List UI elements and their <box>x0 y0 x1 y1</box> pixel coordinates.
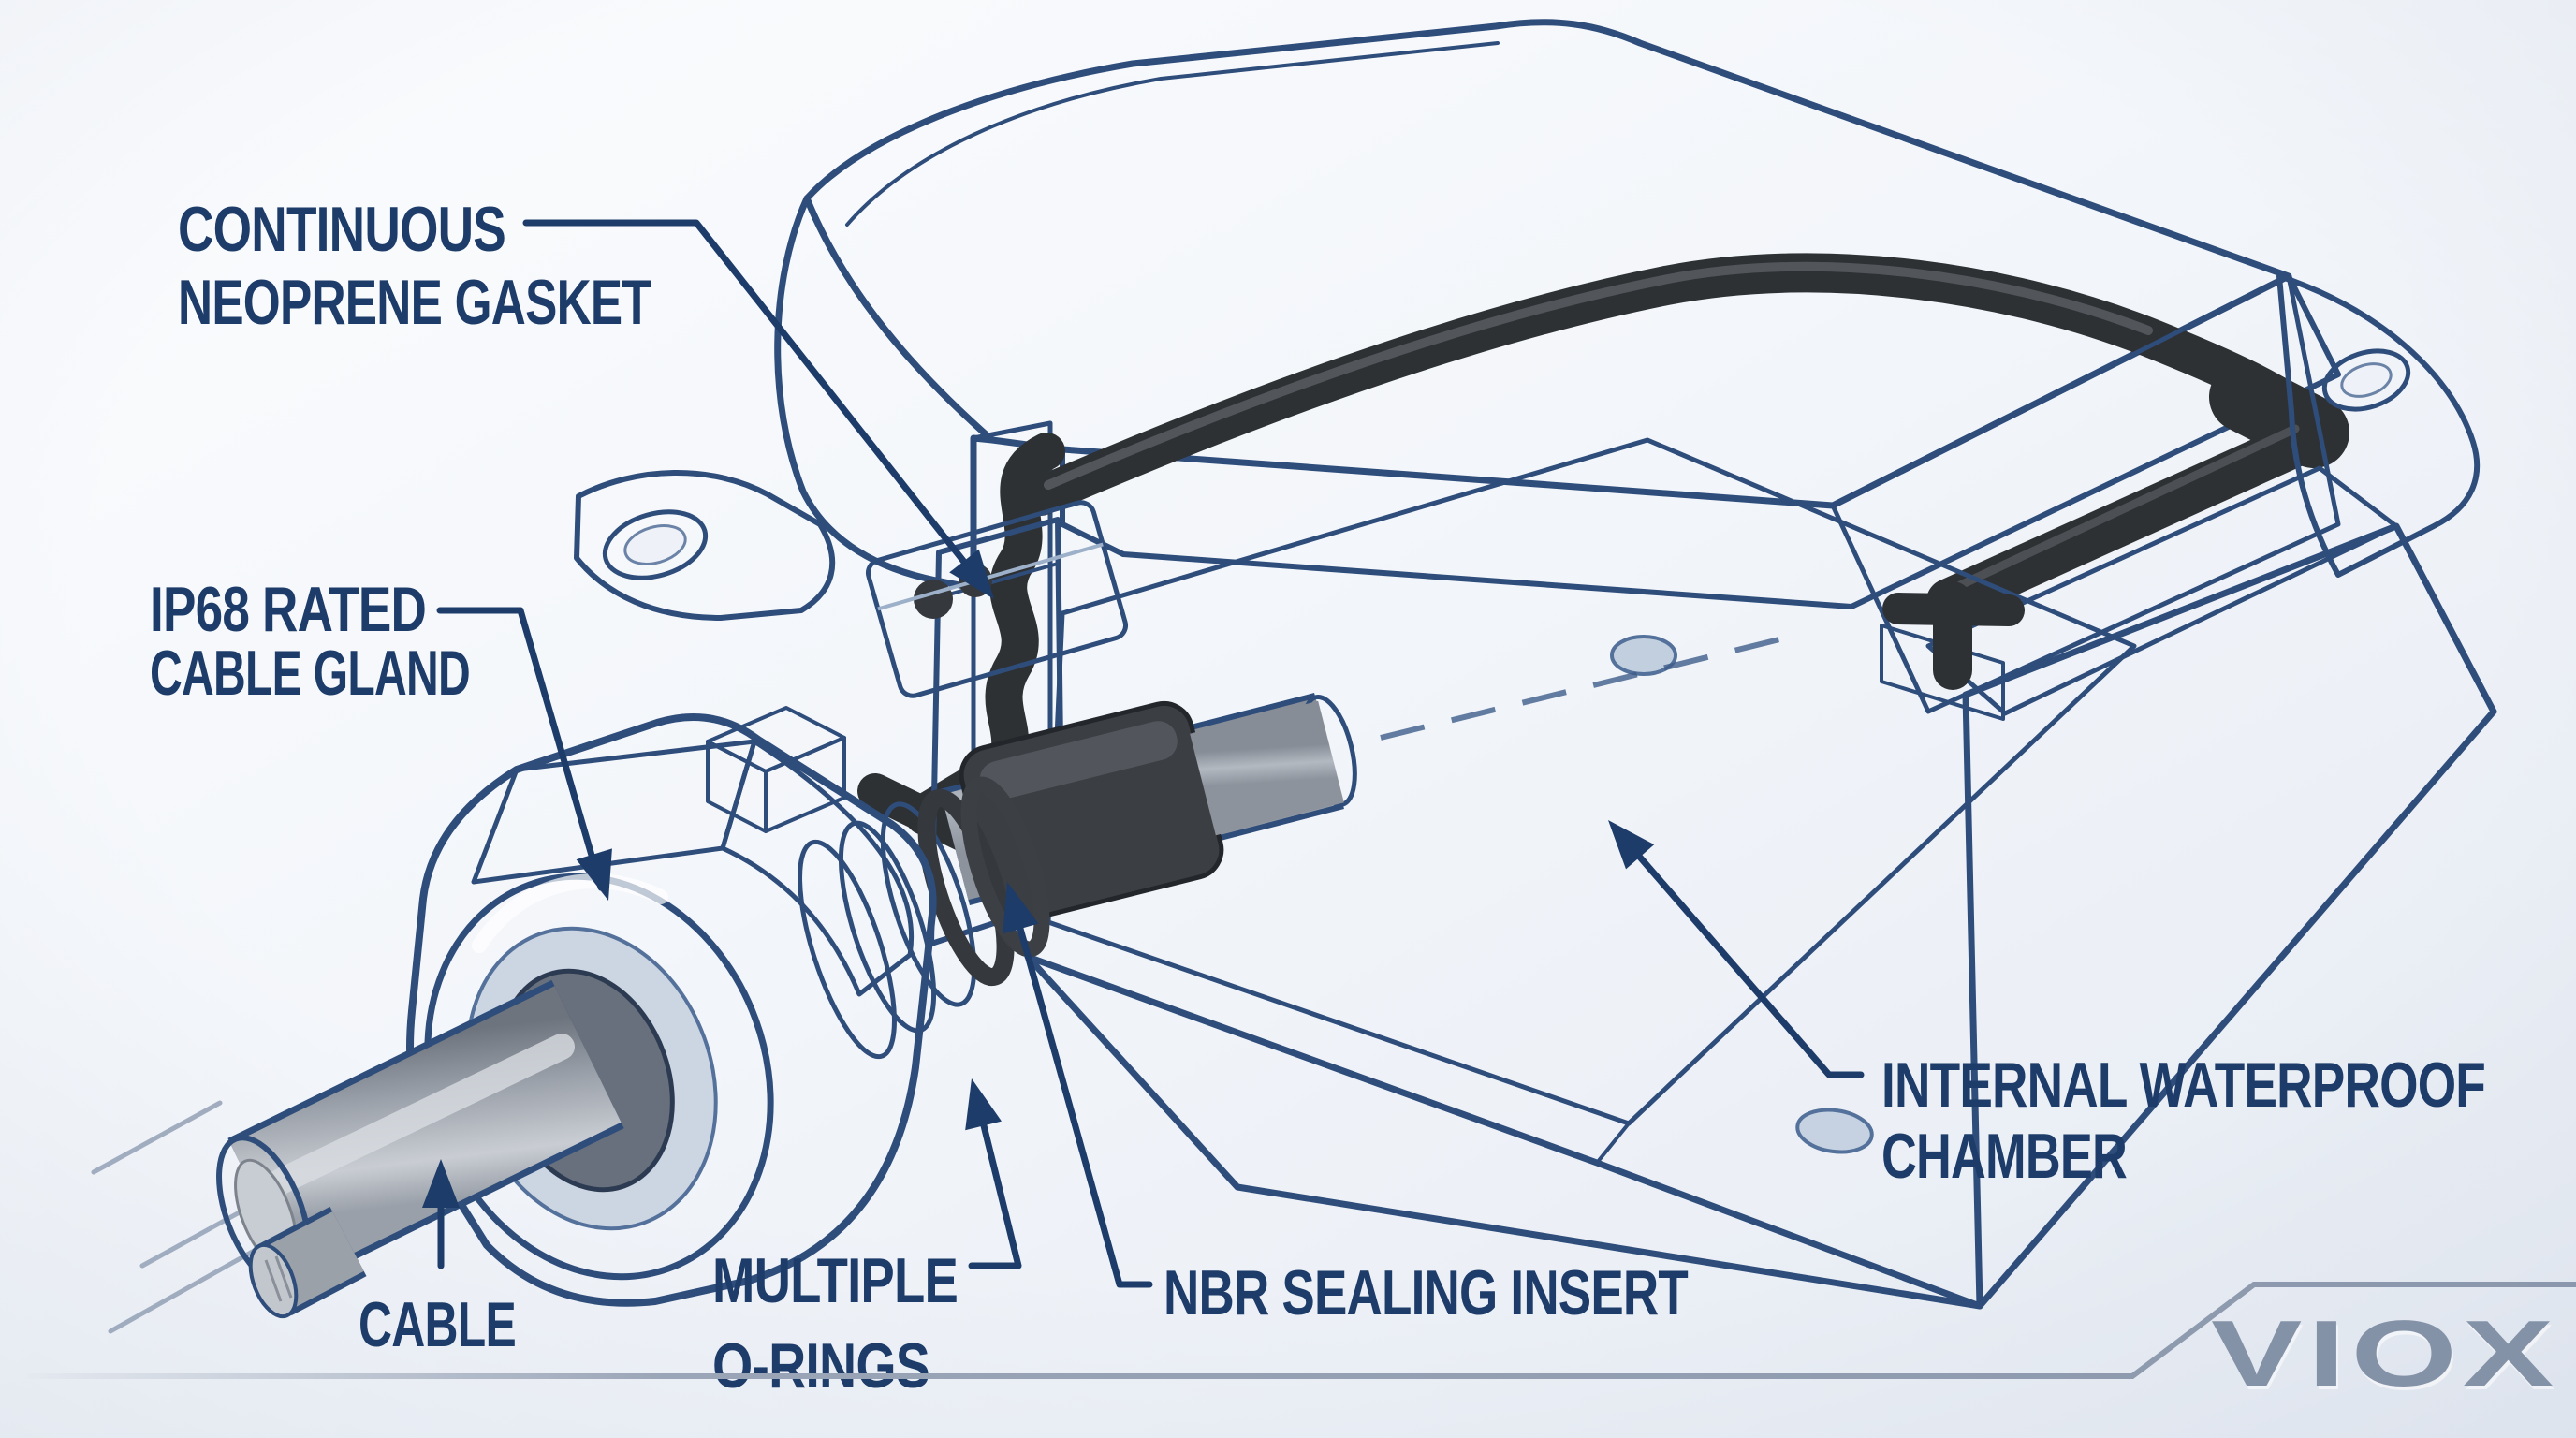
gasket-upper-highlight <box>1044 261 2153 490</box>
label-chamber-line1: INTERNAL WATERPROOF <box>1881 1049 2485 1121</box>
gasket-rim-run <box>1926 419 2323 624</box>
multiple-o-rings <box>914 564 1050 987</box>
lid-left-end-face <box>774 195 996 592</box>
label-gasket-line2: NEOPRENE GASKET <box>178 267 651 338</box>
label-gland-line1: IP68 RATED <box>150 574 426 645</box>
gasket-t-end-bar <box>1882 593 2025 626</box>
gasket-section-s-profile <box>985 433 1065 786</box>
enclosure-body <box>574 273 2497 1310</box>
leader-nbr <box>1007 891 1153 1288</box>
footer-decor-line <box>28 1282 2576 1379</box>
label-chamber-line2: CHAMBER <box>1881 1121 2127 1192</box>
cable-outer <box>216 979 624 1319</box>
part-labels: CONTINUOUS NEOPRENE GASKET IP68 RATED CA… <box>150 194 2486 1401</box>
label-nbr: NBR SEALING INSERT <box>1164 1257 1688 1328</box>
arrow-chamber <box>1608 820 1655 870</box>
cable-highlight <box>268 1034 575 1195</box>
leader-chamber <box>1614 828 1865 1078</box>
label-cable: CABLE <box>359 1289 516 1360</box>
lid-top-ridge <box>845 41 1500 227</box>
screw-hole-left-inner <box>623 524 687 565</box>
mounting-flange-right <box>2276 273 2481 578</box>
arrow-nbr <box>1003 882 1039 934</box>
brand-logo: VIOX <box>2211 1301 2559 1406</box>
screw-hole-right-inner <box>2340 362 2393 398</box>
gland-nut-body <box>406 713 937 1307</box>
screw-hole-right <box>2321 348 2411 412</box>
gland-nut-knurl-side <box>720 739 915 997</box>
label-orings-line2: O-RINGS <box>712 1330 929 1401</box>
brand-logo-emboss: VIOX <box>2213 1305 2561 1410</box>
label-gasket-line1: CONTINUOUS <box>178 194 505 265</box>
cable-core <box>248 1206 367 1319</box>
leader-gasket <box>522 219 988 592</box>
arrow-gland <box>576 848 612 901</box>
leader-gland <box>436 607 605 891</box>
gasket-rim-highlight <box>1950 424 2300 593</box>
screw-hole-left <box>602 509 709 580</box>
arrow-orings <box>965 1078 1002 1131</box>
leader-orings <box>968 1088 1022 1269</box>
inner-right-wall <box>1962 522 2497 1310</box>
label-gland-line2: CABLE GLAND <box>150 638 470 709</box>
arrow-gasket <box>949 549 994 599</box>
inner-back-wall <box>1830 273 2341 714</box>
arrow-cable <box>422 1159 460 1208</box>
floor-dimple <box>1610 635 1677 676</box>
gasket-upper-run <box>1021 253 2334 516</box>
leader-lines <box>422 219 1865 1288</box>
bottom-outer-band <box>1024 953 1983 1310</box>
bottom-band-hole <box>1795 1108 1874 1154</box>
cable-through-insert <box>1190 700 1344 836</box>
gland-nut-highlight <box>472 873 668 953</box>
mounting-flange-left <box>574 470 836 621</box>
label-orings-line1: MULTIPLE <box>712 1245 958 1316</box>
